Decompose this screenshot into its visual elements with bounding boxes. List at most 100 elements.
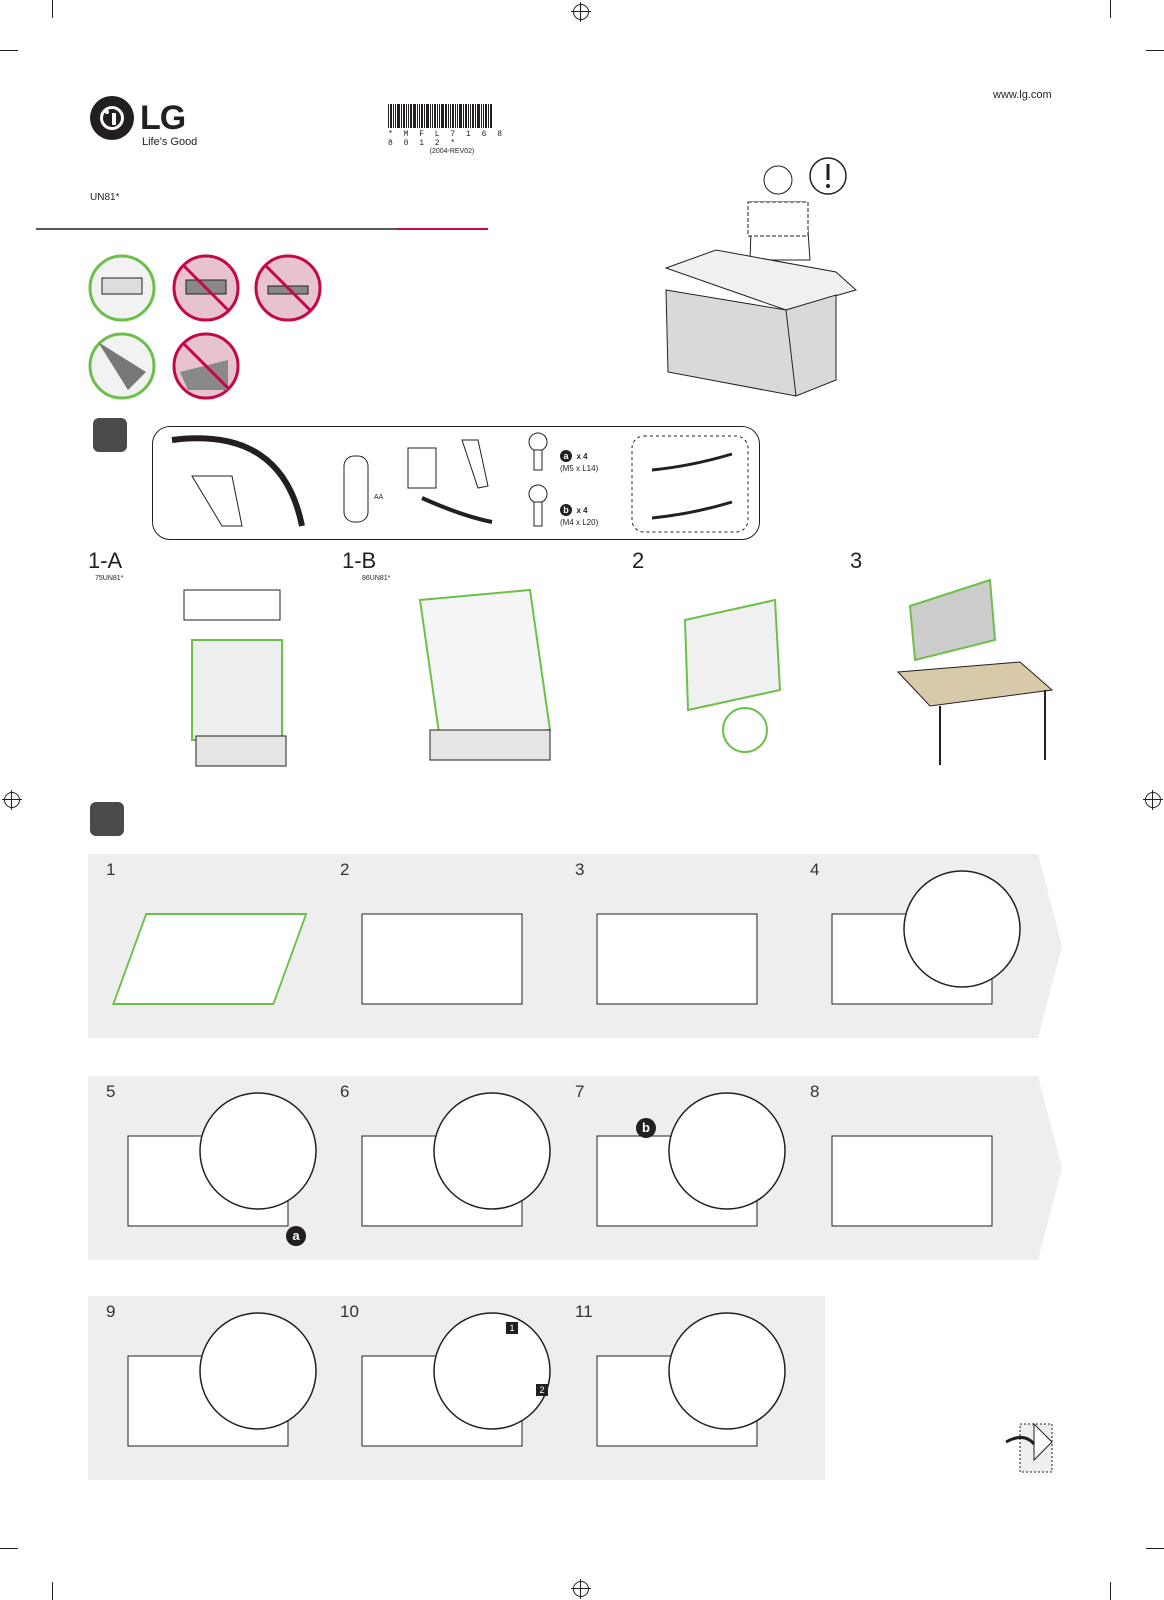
screw-b-badge: b	[560, 504, 572, 516]
barcode-bar	[426, 104, 429, 128]
barcode-bar	[483, 104, 484, 128]
crop-mark	[1146, 50, 1164, 51]
barcode-bar	[406, 104, 407, 128]
detail-zoom-circle	[199, 1092, 317, 1210]
assembly-step-panel	[792, 854, 1062, 1038]
battery-label: AA	[374, 494, 384, 501]
barcode-bar	[455, 104, 456, 128]
no-carry-flat-icon	[172, 254, 240, 322]
unpacking-illustrations	[183, 578, 1054, 767]
barcode-revision: (2004-REV02)	[429, 148, 475, 155]
crop-mark	[52, 1582, 53, 1600]
assembly-step-panel	[322, 1296, 592, 1480]
assembly-step-number: 7	[575, 1082, 585, 1101]
barcode-bar	[395, 104, 396, 128]
barcode-bar	[410, 104, 412, 128]
barcode-bar	[441, 104, 444, 128]
ok-grip-icon	[88, 332, 156, 400]
barcode-bar	[472, 104, 474, 128]
parts-drawings	[171, 432, 749, 533]
step5-badge: a	[286, 1226, 306, 1246]
barcode-bar	[445, 104, 447, 128]
barcode-bar	[397, 104, 400, 128]
step-illustration	[112, 913, 308, 1005]
ok-carry-icon	[88, 254, 156, 322]
barcode-bar	[485, 104, 487, 128]
step-1b-label: 1-B	[342, 548, 377, 573]
barcode-bar	[408, 104, 409, 128]
parts-callout	[152, 426, 760, 540]
box-contents-icon	[93, 418, 127, 452]
assembly-step-number: 9	[106, 1302, 116, 1321]
barcode-bar	[457, 104, 458, 128]
model-number: UN81*	[90, 192, 120, 203]
registration-mark	[1143, 790, 1163, 810]
website-url: www.lg.com	[993, 89, 1052, 101]
screw-b-spec: (M4 x L20)	[560, 518, 599, 527]
step-illustration	[361, 913, 523, 1005]
crop-mark	[0, 1548, 18, 1549]
step-illustration	[831, 1135, 993, 1227]
step-3-label: 3	[850, 548, 863, 573]
barcode-bar	[463, 104, 464, 128]
header-rule-accent	[398, 228, 488, 230]
detail-zoom-circle	[199, 1312, 317, 1430]
barcode-bar	[417, 104, 418, 128]
step-1b-model: 86UN81*	[362, 575, 391, 582]
registration-mark	[2, 790, 22, 810]
barcode-bar	[465, 104, 467, 128]
step-1a-label: 1-A	[88, 548, 123, 573]
assembly-icon	[90, 802, 124, 836]
barcode-bar	[470, 104, 471, 128]
detail-zoom-circle	[668, 1312, 786, 1430]
tv-box-illustration	[664, 157, 858, 397]
barcode-bar	[437, 104, 438, 128]
barcode-bars	[388, 104, 516, 128]
barcode-bar	[390, 104, 392, 128]
assembly-step-panel	[88, 1076, 358, 1260]
header-rule	[36, 228, 398, 230]
step7-badge: b	[636, 1118, 656, 1138]
assembly-step-panel	[557, 1076, 827, 1260]
assembly-step-number: 1	[106, 860, 116, 879]
assembly-step-panel	[792, 1076, 1062, 1260]
detail-zoom-circle	[433, 1092, 551, 1210]
crop-mark	[1146, 1548, 1164, 1549]
assembly-step-number: 8	[810, 1082, 820, 1101]
remote-icon	[343, 455, 369, 523]
barcode: * M F L 7 1 6 8 8 0 1 2 * (2004-REV02)	[388, 104, 516, 155]
barcode-bar	[459, 104, 462, 128]
barcode-bar	[434, 104, 436, 128]
screw-b-info: b x 4 (M4 x L20)	[560, 500, 598, 527]
substep-badge: 1	[506, 1322, 518, 1334]
barcode-bar	[401, 104, 402, 128]
warning-icon	[809, 157, 847, 195]
assembly-step-number: 3	[575, 860, 585, 879]
brand-name: LG	[140, 98, 186, 137]
screw-a-qty: x 4	[576, 452, 588, 461]
assembly-step-number: 6	[340, 1082, 350, 1101]
assembly-step-number: 11	[575, 1302, 593, 1321]
screw-a-info: a x 4 (M5 x L14)	[560, 446, 598, 473]
lg-logo-icon	[90, 96, 134, 140]
barcode-number: * M F L 7 1 6 8 8 0 1 2 *	[388, 130, 506, 148]
barcode-bar	[481, 104, 482, 128]
assembly-step-panel	[322, 1076, 592, 1260]
assembly-step-number: 5	[106, 1082, 116, 1101]
detail-zoom-circle	[668, 1092, 786, 1210]
optional-cables-box	[631, 435, 749, 533]
barcode-bar	[413, 104, 416, 128]
step-illustration	[596, 913, 758, 1005]
barcode-bar	[450, 104, 451, 128]
barcode-bar	[430, 104, 431, 128]
assembly-step-number: 2	[340, 860, 350, 879]
registration-mark	[571, 1579, 591, 1599]
barcode-bar	[448, 104, 449, 128]
barcode-bar	[421, 104, 423, 128]
barcode-bar	[475, 104, 476, 128]
barcode-bar	[432, 104, 433, 128]
step-1a-model: 75UN81*	[95, 575, 124, 582]
barcode-bar	[488, 104, 489, 128]
crop-mark	[1110, 0, 1111, 18]
person-figure	[747, 165, 811, 261]
